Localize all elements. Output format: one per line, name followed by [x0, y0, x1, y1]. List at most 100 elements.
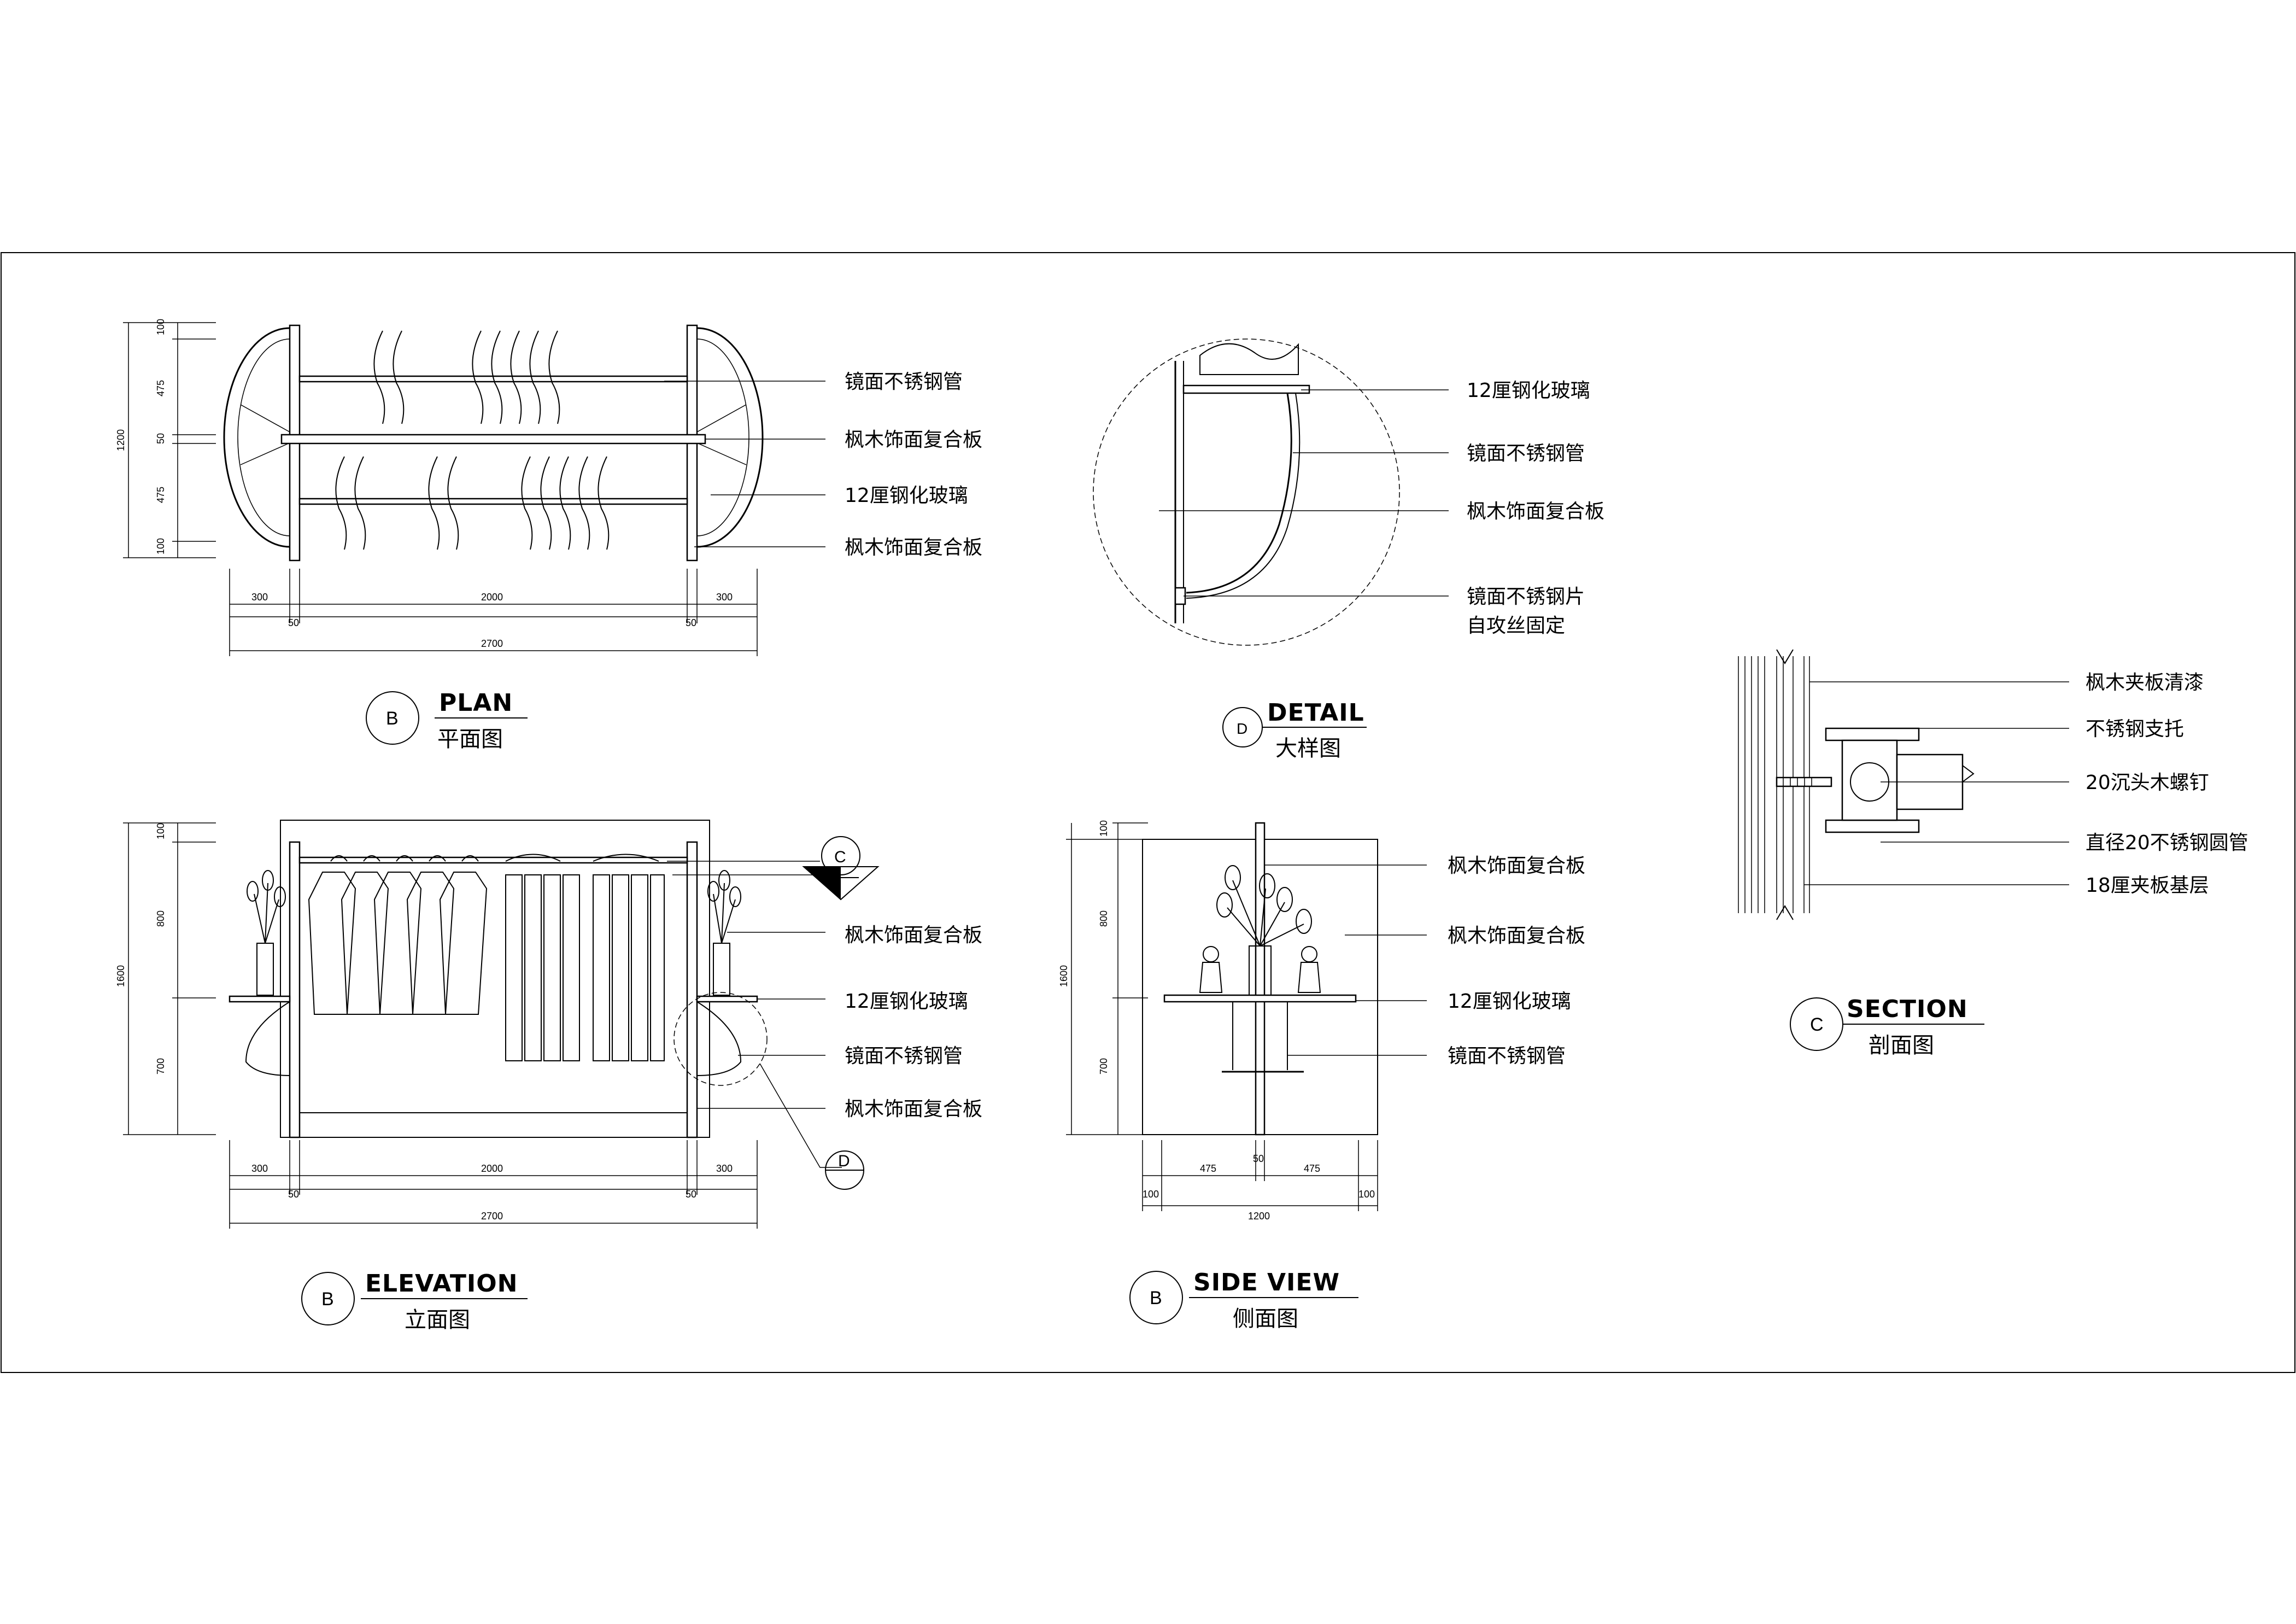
plan-dim-total: 2700: [481, 638, 503, 649]
elevation-subtitle: 立面图: [405, 1307, 470, 1333]
plan-dim-m1: 50: [288, 617, 299, 628]
detail-tag: D: [1237, 720, 1247, 737]
plan-subtitle: 平面图: [437, 727, 503, 752]
plan-shelf: [280, 434, 706, 445]
section-label-5: 18厘夹板基层: [2086, 874, 2209, 897]
side-dim-b1: 100: [1143, 1189, 1159, 1200]
elevation-left-post: [289, 841, 301, 1138]
plan-rail-bottom: [298, 498, 688, 505]
elevation-dim-v3: 700: [155, 1058, 166, 1074]
side-label-4: 镜面不锈钢管: [1448, 1045, 1566, 1067]
elevation-right-post: [686, 841, 698, 1138]
plan-tag-circle: [366, 691, 419, 745]
elevation-title: ELEVATION: [365, 1270, 518, 1298]
section-title: SECTION: [1847, 995, 1968, 1023]
side-dim-total-v: 1600: [1058, 965, 1069, 987]
side-tag-circle: [1129, 1271, 1183, 1324]
elevation-outline: [280, 820, 710, 1138]
elevation-label-3: 镜面不锈钢管: [845, 1045, 963, 1067]
plan-dim-v5: 100: [155, 538, 166, 554]
plan-dim-v3: 50: [155, 433, 166, 444]
plan-dim-v4: 475: [155, 487, 166, 503]
section-view: [1738, 649, 2069, 920]
elevation-callout-c: C: [834, 848, 846, 866]
detail-leaders: [1159, 389, 1449, 597]
side-dim-h3: 475: [1304, 1163, 1320, 1174]
plan-dim-h3: 300: [716, 592, 733, 603]
side-dim-v3: 700: [1098, 1058, 1109, 1074]
side-vertical-dims: [1066, 822, 1148, 1135]
plan-leaders: [664, 381, 825, 547]
detail-label-4: 镜面不锈钢片: [1467, 586, 1585, 608]
detail-label-3: 枫木饰面复合板: [1467, 500, 1604, 523]
plan-horizontal-dims: [229, 569, 758, 656]
side-dim-v2: 800: [1098, 910, 1109, 927]
elevation-vertical-dims: [123, 822, 216, 1135]
detail-subtitle: 大样图: [1275, 736, 1341, 761]
elevation-label-1: 枫木饰面复合板: [845, 924, 982, 947]
section-bottom-plate: [1825, 819, 1920, 833]
side-dim-h2: 50: [1253, 1153, 1264, 1164]
elevation-right-shelf: [696, 995, 758, 1003]
detail-view: [1093, 338, 1449, 646]
plan-dim-m2: 50: [686, 617, 696, 628]
side-view: [1066, 822, 1427, 1211]
section-label-2: 不锈钢支托: [2086, 718, 2184, 740]
detail-glass: [1182, 384, 1310, 394]
section-label-1: 枫木夹板清漆: [2086, 671, 2204, 694]
detail-title: DETAIL: [1267, 699, 1364, 727]
section-top-plate: [1825, 727, 1920, 741]
side-label-1: 枫木饰面复合板: [1448, 855, 1585, 877]
plan-label-3: 12厘钢化玻璃: [845, 484, 968, 507]
section-leaders: [1804, 681, 2069, 885]
side-label-3: 12厘钢化玻璃: [1448, 990, 1571, 1013]
side-tag: B: [1150, 1288, 1162, 1308]
sheet-border: [1, 252, 2295, 1373]
elevation-left-shelf: [229, 995, 291, 1003]
detail-label-5: 自攻丝固定: [1467, 615, 1565, 637]
elevation-dim-v1: 100: [155, 823, 166, 839]
plan-right-oval: [696, 327, 764, 548]
elevation-horizontal-dims: [229, 1140, 758, 1229]
plan-label-4: 枫木饰面复合板: [845, 536, 982, 559]
detail-tube: [1186, 393, 1292, 594]
plan-dim-v2: 475: [155, 380, 166, 396]
elevation-vase-right: [707, 870, 741, 996]
elevation-dim-total: 2700: [481, 1211, 503, 1222]
side-dim-b3: 100: [1358, 1189, 1375, 1200]
plan-hangers-bottom: [335, 456, 610, 550]
detail-tag-circle: [1222, 707, 1263, 747]
detail-label-2: 镜面不锈钢管: [1467, 442, 1585, 465]
plan-tag: B: [386, 708, 399, 729]
side-label-2: 枫木饰面复合板: [1448, 925, 1585, 947]
elevation-callout-d: D: [838, 1152, 850, 1170]
elevation-vase-left: [247, 870, 286, 996]
plan-label-2: 枫木饰面复合板: [845, 429, 982, 451]
section-label-4: 直径20不锈钢圆管: [2086, 832, 2248, 854]
detail-label-1: 12厘钢化玻璃: [1467, 379, 1590, 402]
side-leaders: [1264, 864, 1427, 1056]
side-title: SIDE VIEW: [1193, 1269, 1340, 1296]
plan-hangers-top: [373, 330, 560, 424]
elevation-dim-total-v: 1600: [115, 965, 126, 987]
side-horizontal-dims: [1142, 1140, 1378, 1211]
plan-dim-h2: 2000: [481, 592, 503, 603]
plan-dim-h1: 300: [251, 592, 268, 603]
detail-circle: [1093, 338, 1400, 646]
plan-left-oval: [223, 327, 290, 548]
side-dim-v1: 100: [1098, 820, 1109, 837]
side-post: [1255, 822, 1266, 1136]
section-subtitle: 剖面图: [1869, 1033, 1934, 1058]
elevation-jackets: [308, 855, 488, 1015]
elevation-tag-circle: [301, 1272, 355, 1325]
plan-title: PLAN: [439, 689, 513, 717]
section-wall: [1738, 656, 1810, 913]
side-dim-h1: 475: [1200, 1163, 1216, 1174]
elevation-detail-circle: [673, 992, 768, 1086]
side-figurines: [1199, 946, 1321, 993]
elevation-dim-h3: 300: [716, 1163, 733, 1174]
elevation-section-callout: [802, 836, 880, 901]
plan-dim-v1: 100: [155, 319, 166, 335]
elevation-dim-m2: 50: [686, 1189, 696, 1200]
side-vase: [1216, 865, 1312, 996]
